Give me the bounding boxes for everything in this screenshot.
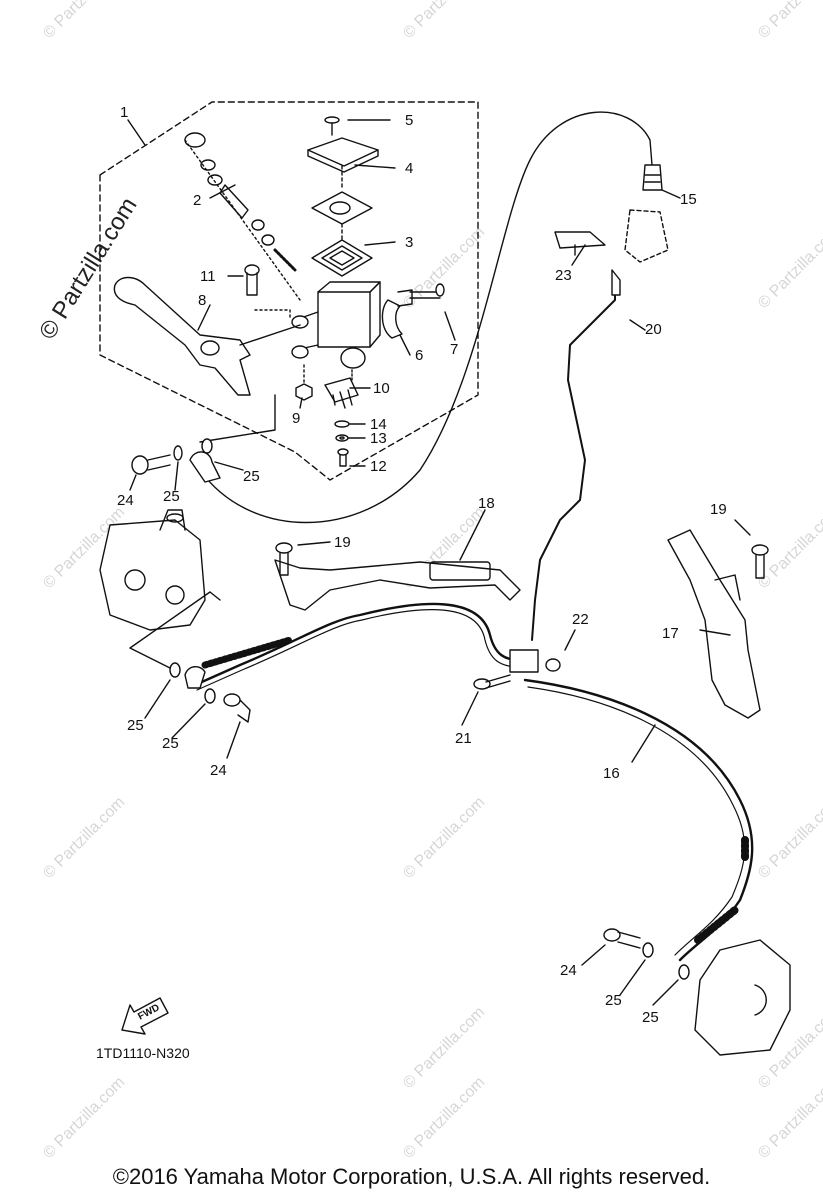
right-brake-hose — [523, 678, 754, 962]
pivot-bolt — [244, 264, 291, 321]
callout-25-right-a: 25 — [605, 992, 622, 1009]
right-washer-b — [678, 964, 690, 980]
left-upper-washer-a — [173, 445, 183, 461]
piston-kit — [184, 132, 301, 301]
master-cylinder — [291, 281, 381, 369]
cap-screw — [324, 116, 340, 136]
callout-14: 14 — [370, 416, 387, 433]
callout-23: 23 — [555, 267, 572, 284]
callout-25-upper-a: 25 — [163, 488, 180, 505]
callout-10: 10 — [373, 380, 390, 397]
callout-15: 15 — [680, 191, 697, 208]
fitting-bracket — [624, 209, 669, 263]
callout-5: 5 — [405, 112, 413, 129]
callout-11: 11 — [200, 268, 216, 285]
callout-2: 2 — [193, 192, 201, 209]
holder-bolt-19-right — [751, 544, 769, 579]
callout-21: 21 — [455, 730, 472, 747]
lock-washer-13 — [335, 434, 349, 442]
callout-18: 18 — [478, 495, 495, 512]
callout-7: 7 — [450, 341, 458, 358]
callout-1: 1 — [120, 104, 128, 121]
callout-16: 16 — [603, 765, 620, 782]
callout-20: 20 — [645, 321, 662, 338]
hose-joint — [509, 649, 561, 673]
brake-pipe — [531, 289, 616, 641]
callout-22: 22 — [572, 611, 589, 628]
master-cylinder-holder — [381, 289, 413, 339]
left-upper-washer-b — [201, 438, 213, 454]
callout-6: 6 — [415, 347, 423, 364]
holder-bolt-19-left — [275, 542, 293, 576]
callout-17: 17 — [662, 625, 679, 642]
assembly-boundary — [99, 101, 479, 481]
callout-25-lower-b: 25 — [162, 735, 179, 752]
callout-24-upper-left: 24 — [117, 492, 134, 509]
fwd-arrow-icon — [121, 997, 169, 1035]
diagram-code: 1TD1110-N320 — [96, 1045, 190, 1061]
left-lower-washer-b — [204, 688, 216, 704]
clip-23 — [554, 231, 606, 249]
callout-8: 8 — [198, 292, 206, 309]
callout-3: 3 — [405, 234, 413, 251]
pivot-nut — [295, 364, 313, 401]
left-caliper — [99, 509, 206, 631]
upper-right-fitting — [642, 164, 663, 191]
left-upper-union-bolt — [131, 454, 171, 475]
callout-25-upper-b: 25 — [243, 468, 260, 485]
copyright-notice: ©2016 Yamaha Motor Corporation, U.S.A. A… — [112, 1164, 711, 1189]
hose-guide-17 — [667, 529, 761, 719]
reservoir-plate — [311, 191, 373, 225]
callout-24-right: 24 — [560, 962, 577, 979]
callout-9: 9 — [292, 410, 300, 427]
reservoir-cap — [307, 137, 379, 173]
brake-switch — [324, 369, 359, 409]
callout-19-right: 19 — [710, 501, 727, 518]
callout-13: 13 — [370, 430, 387, 447]
callout-19-left: 19 — [334, 534, 351, 551]
left-upper-fitting — [189, 451, 221, 483]
joint-bolt-21 — [473, 674, 511, 690]
right-union-bolt — [603, 928, 641, 949]
holder-bolt — [409, 283, 445, 299]
left-lower-union-bolt — [223, 693, 251, 723]
left-lower-washer-a — [169, 662, 181, 678]
brake-lever — [113, 276, 301, 396]
callout-25-right-b: 25 — [642, 1009, 659, 1026]
callout-12: 12 — [370, 458, 387, 475]
screw-12 — [337, 448, 349, 467]
left-lower-hose — [193, 602, 522, 687]
right-caliper — [694, 939, 791, 1056]
hose-holder-18 — [274, 559, 521, 611]
upper-brake-hose — [199, 111, 653, 524]
reservoir-diaphragm — [311, 239, 373, 277]
callout-24-lower-left: 24 — [210, 762, 227, 779]
right-washer-a — [642, 942, 654, 958]
callout-25-lower-a: 25 — [127, 717, 144, 734]
callout-4: 4 — [405, 160, 413, 177]
washer-14 — [334, 420, 350, 428]
